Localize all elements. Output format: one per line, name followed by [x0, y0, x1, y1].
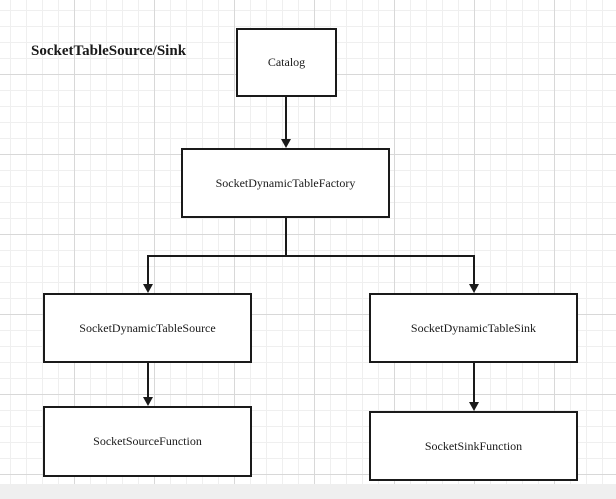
node-source-function-label: SocketSourceFunction	[93, 434, 202, 448]
node-socket-dynamic-table-sink[interactable]: SocketDynamicTableSink	[369, 293, 578, 363]
node-sink-label: SocketDynamicTableSink	[410, 320, 537, 335]
edge-source-to-source-function	[143, 363, 153, 406]
edge-catalog-to-factory	[281, 97, 291, 148]
edge-sink-to-sink-function	[469, 363, 479, 411]
edge-factory-to-sink	[286, 255, 479, 293]
node-socket-source-function[interactable]: SocketSourceFunction	[43, 406, 252, 477]
node-socket-dynamic-table-factory[interactable]: SocketDynamicTableFactory	[181, 148, 390, 218]
bottom-scroll-bar[interactable]	[0, 484, 616, 499]
node-sink-function-label: SocketSinkFunction	[424, 438, 523, 453]
node-socket-sink-function[interactable]: SocketSinkFunction	[369, 411, 578, 481]
node-catalog-label: Catalog	[267, 55, 306, 69]
edge-factory-to-source	[143, 218, 287, 293]
node-factory-label: SocketDynamicTableFactory	[215, 175, 356, 190]
diagram-title: SocketTableSource/Sink	[31, 43, 187, 59]
node-source-label: SocketDynamicTableSource	[79, 320, 216, 335]
node-catalog[interactable]: Catalog	[236, 28, 337, 97]
node-socket-dynamic-table-source[interactable]: SocketDynamicTableSource	[43, 293, 252, 363]
